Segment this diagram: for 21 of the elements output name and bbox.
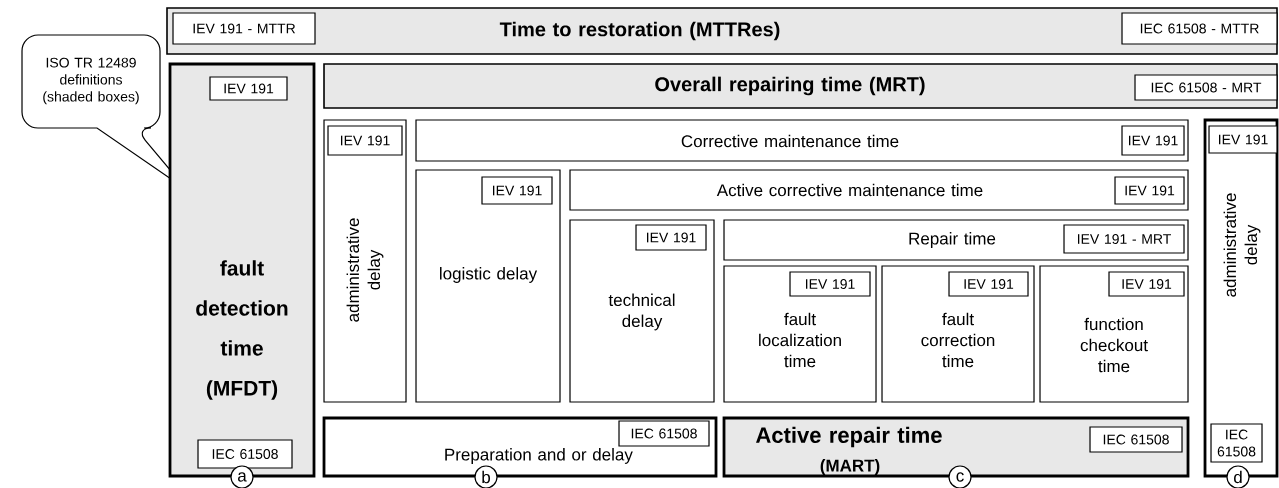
reference-tag: IEV 191 (635, 224, 707, 251)
reference-tag: IEC 61508 (618, 420, 710, 447)
reference-tag: IEV 191 (789, 271, 871, 297)
reference-tag: IEV 191 - MTTR (172, 12, 316, 45)
reference-tag: IEV 191 (1208, 125, 1278, 154)
reference-tag: IEV 191 (1108, 271, 1185, 297)
circled-letter: a (230, 465, 254, 488)
reference-tag: IEC 61508 (1210, 423, 1263, 463)
circled-letter: b (474, 465, 498, 488)
circled-letter: c (948, 465, 972, 488)
reference-tag: IEV 191 (209, 76, 288, 101)
reference-tag: IEV 191 (481, 176, 553, 205)
reference-tag: IEV 191 (327, 125, 403, 156)
reference-tag: IEC 61508 - MTTR (1121, 12, 1278, 45)
reference-tag: IEV 191 (1121, 125, 1185, 156)
reference-tag: IEV 191 - MRT (1063, 224, 1185, 254)
reference-tag: IEC 61508 (1089, 426, 1183, 453)
reference-tag: IEC 61508 - MRT (1134, 74, 1278, 101)
reference-tag: IEV 191 (948, 271, 1029, 297)
circled-letter: d (1226, 465, 1250, 488)
reference-tag: IEV 191 (1114, 176, 1185, 205)
